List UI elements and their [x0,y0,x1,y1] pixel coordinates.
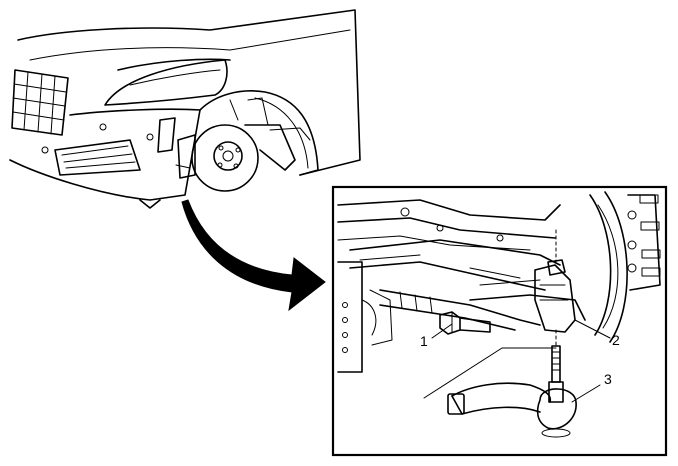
callout-3: 3 [604,371,612,387]
jam-nut [439,311,491,335]
detail-inset: 1 2 3 [331,185,668,457]
zoom-arrow [181,199,326,312]
grille [11,69,69,136]
steering-knuckle [534,229,576,346]
callout-2: 2 [612,332,620,348]
brake-rotor [191,124,259,192]
hub-and-rotor [589,191,661,343]
outer-tie-rod-end [447,345,577,438]
vehicle-front-corner [9,9,361,209]
callout-1: 1 [420,333,428,349]
